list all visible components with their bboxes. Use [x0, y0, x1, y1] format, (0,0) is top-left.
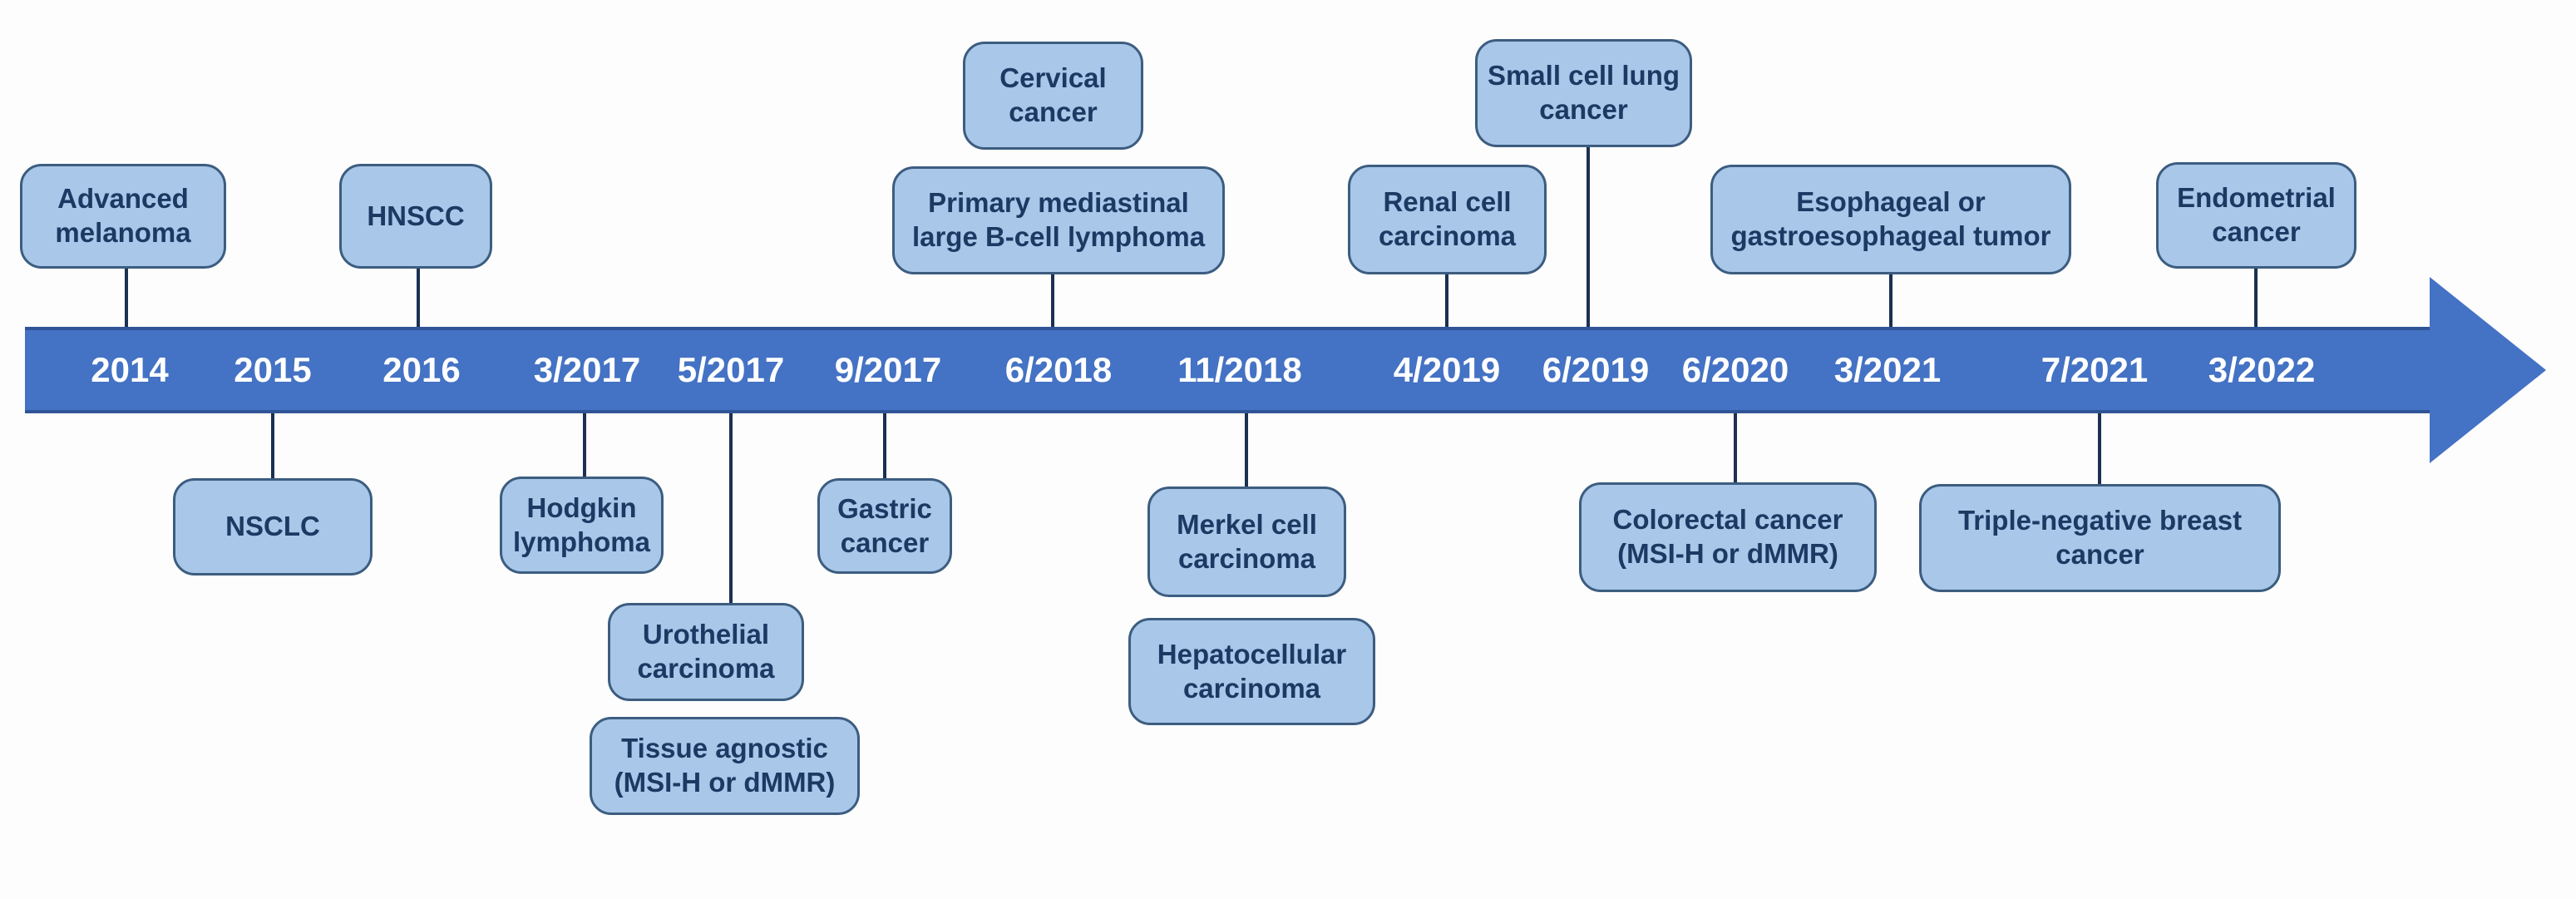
event-box-small-cell-lung: Small cell lung cancer: [1475, 39, 1692, 147]
timeline-bar: 2014 2015 2016 3/2017 5/2017 9/2017 6/20…: [25, 327, 2432, 413]
timeline-date-6-2018: 6/2018: [1004, 350, 1113, 389]
connector-gastric: [883, 411, 886, 482]
connector-small-cell-lung: [1587, 145, 1590, 331]
event-box-endometrial: Endometrial cancer: [2156, 162, 2356, 269]
connector-advanced-melanoma: [125, 266, 128, 331]
event-box-esophageal: Esophageal or gastroesophageal tumor: [1710, 165, 2071, 274]
event-box-nsclc: NSCLC: [173, 478, 373, 575]
event-box-colorectal: Colorectal cancer (MSI-H or dMMR): [1579, 482, 1877, 592]
timeline-date-7-2021: 7/2021: [2041, 350, 2149, 389]
connector-colorectal: [1734, 411, 1737, 487]
connector-renal-cell: [1445, 272, 1448, 331]
event-box-merkel-cell: Merkel cell carcinoma: [1147, 487, 1346, 597]
connector-triple-negative: [2098, 411, 2101, 488]
event-box-advanced-melanoma: Advanced melanoma: [20, 164, 226, 269]
connector-nsclc: [271, 411, 274, 482]
timeline-date-3-2021: 3/2021: [1833, 350, 1942, 389]
event-box-renal-cell: Renal cell carcinoma: [1348, 165, 1547, 274]
timeline-date-11-2018: 11/2018: [1177, 350, 1302, 389]
timeline-date-4-2019: 4/2019: [1393, 350, 1501, 389]
timeline-date-5-2017: 5/2017: [677, 350, 785, 389]
timeline-date-2014: 2014: [91, 350, 169, 389]
connector-hodgkin: [583, 411, 586, 481]
timeline-date-2016: 2016: [382, 350, 461, 389]
connector-primary-mediastinal: [1051, 272, 1054, 331]
event-box-hodgkin: Hodgkin lymphoma: [500, 477, 664, 574]
event-box-gastric: Gastric cancer: [817, 478, 952, 574]
event-box-urothelial: Urothelial carcinoma: [608, 603, 804, 701]
event-box-hnscc: HNSCC: [339, 164, 492, 269]
timeline-date-3-2022: 3/2022: [2208, 350, 2316, 389]
timeline-date-3-2017: 3/2017: [533, 350, 641, 389]
event-box-primary-mediastinal: Primary mediastinal large B-cell lymphom…: [892, 166, 1225, 274]
connector-urothelial: [729, 411, 733, 607]
timeline-arrow-head: [2430, 277, 2546, 463]
connector-hnscc: [417, 266, 420, 331]
timeline-date-9-2017: 9/2017: [834, 350, 942, 389]
connector-esophageal: [1889, 272, 1893, 331]
connector-merkel-cell: [1245, 411, 1248, 491]
event-box-hepatocellular: Hepatocellular carcinoma: [1128, 618, 1375, 725]
event-box-tissue-agnostic: Tissue agnostic (MSI-H or dMMR): [590, 717, 860, 815]
connector-endometrial: [2254, 266, 2258, 331]
event-box-triple-negative: Triple-negative breast cancer: [1919, 484, 2281, 592]
timeline-date-6-2020: 6/2020: [1681, 350, 1789, 389]
timeline-date-2015: 2015: [234, 350, 312, 389]
timeline-date-6-2019: 6/2019: [1542, 350, 1650, 389]
event-box-cervical-cancer: Cervical cancer: [963, 42, 1143, 150]
